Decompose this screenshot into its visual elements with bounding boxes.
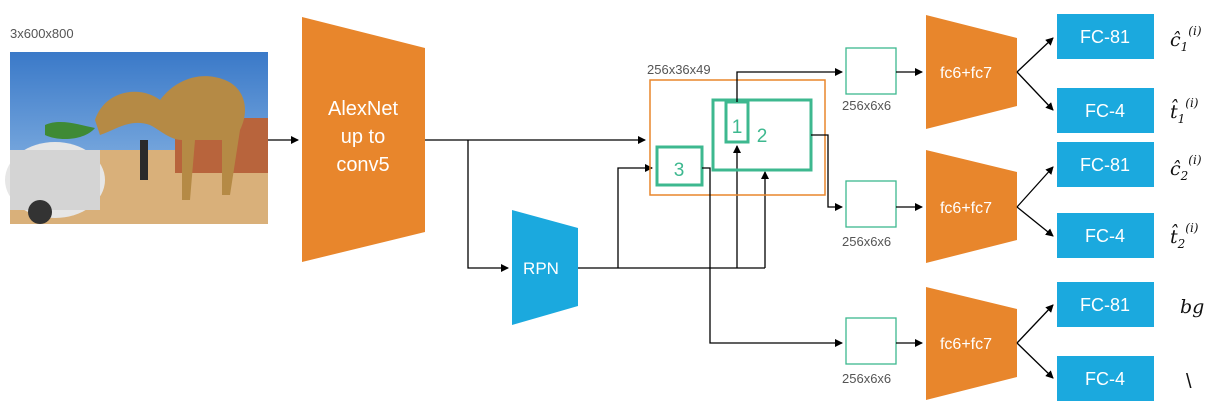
cls-box-1 <box>1057 14 1154 59</box>
arrow-fc2-to-reg2 <box>1016 206 1054 237</box>
cls-output-2: ĉ2(i) <box>1170 153 1202 183</box>
reg-label-3: FC-4 <box>1085 369 1125 389</box>
roi-label-1: 1 <box>732 117 743 138</box>
roi-label-3: 3 <box>674 160 685 181</box>
pooled-dims-label-2: 256x6x6 <box>842 234 891 249</box>
arrow-backbone-to-rpn <box>467 140 509 272</box>
cls-label-2: FC-81 <box>1080 155 1130 175</box>
backbone-trapezoid <box>302 17 425 262</box>
pooled-dims-label-3: 256x6x6 <box>842 371 891 386</box>
backbone-label-line2: up to <box>341 126 385 148</box>
arrow-roi3-to-pool3 <box>702 167 843 347</box>
arrow-roi2-to-pool2 <box>811 134 843 211</box>
arrow-fc3-to-cls3 <box>1016 304 1054 344</box>
reg-box-2 <box>1057 213 1154 258</box>
arrow-rpn-to-roi3 <box>617 164 653 268</box>
cls-label-1: FC-81 <box>1080 27 1130 47</box>
roi-label-2: 2 <box>757 126 768 147</box>
pooled-dims-label-1: 256x6x6 <box>842 98 891 113</box>
fc-head-2 <box>926 150 1017 263</box>
cls-box-3 <box>1057 282 1154 327</box>
arrow-fc1-to-reg1 <box>1016 71 1054 111</box>
camel-photo <box>5 52 268 224</box>
cls-output-1: ĉ1(i) <box>1170 24 1202 54</box>
rpn-trapezoid <box>512 210 578 325</box>
reg-label-2: FC-4 <box>1085 226 1125 246</box>
input-dims-label: 3x600x800 <box>10 26 74 41</box>
cls-box-2 <box>1057 142 1154 187</box>
fc-label-1: fc6+fc7 <box>940 65 992 82</box>
reg-box-1 <box>1057 88 1154 133</box>
reg-label-1: FC-4 <box>1085 101 1125 121</box>
reg-output-3: \ <box>1186 371 1192 393</box>
reg-box-3 <box>1057 356 1154 401</box>
fc-label-2: fc6+fc7 <box>940 200 992 217</box>
cls-output-3: bg <box>1180 296 1204 318</box>
roi-box-3 <box>655 145 704 187</box>
arrow-fc2-to-cls2 <box>1016 166 1054 208</box>
backbone-label-line3: conv5 <box>336 154 389 176</box>
arrow-fc1-to-cls1 <box>1016 37 1054 73</box>
reg-output-1: t̂1(i) <box>1170 96 1199 126</box>
fc-label-3: fc6+fc7 <box>940 336 992 353</box>
reg-output-2: t̂2(i) <box>1170 221 1199 251</box>
pooled-box-1 <box>845 47 897 95</box>
backbone-label-line1: AlexNet <box>328 98 398 120</box>
arrow-fc3-to-reg3 <box>1016 342 1054 379</box>
pooled-box-3 <box>845 317 897 365</box>
arrow-roi1-to-pool1 <box>736 68 843 102</box>
rpn-label: RPN <box>523 259 559 278</box>
pooled-box-2 <box>845 180 897 228</box>
cls-label-3: FC-81 <box>1080 295 1130 315</box>
fc-head-1 <box>926 15 1017 129</box>
featuremap-dims-label: 256x36x49 <box>647 62 711 77</box>
fc-head-3 <box>926 287 1017 400</box>
